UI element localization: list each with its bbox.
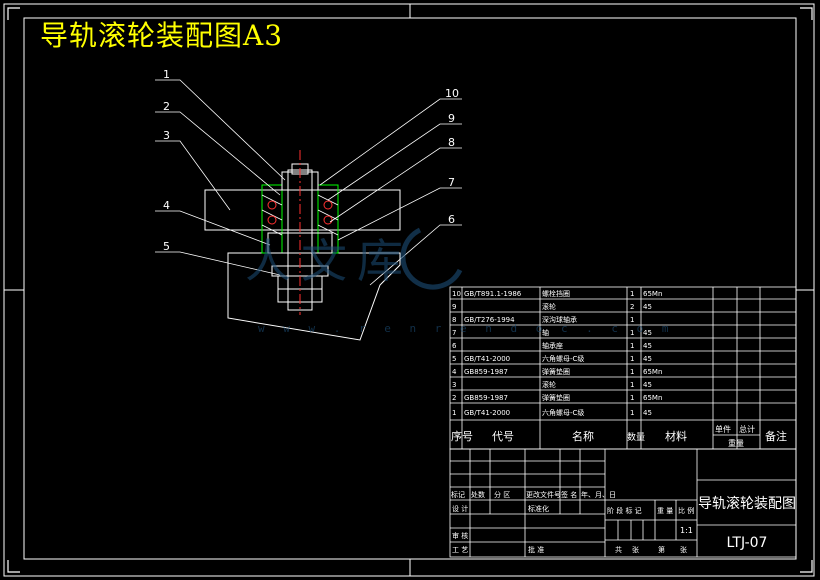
bom-header-qty: 数量 (627, 431, 645, 443)
callout-label: 7 (448, 176, 455, 189)
tb-mark: 标记 (451, 490, 465, 499)
bom-cell-qty: 1 (630, 316, 634, 324)
bom-cell-qty: 1 (630, 290, 634, 298)
bom-cell-name: 六角螺母-C级 (542, 408, 584, 417)
assembly-view (204, 150, 401, 341)
bom-header-code: 代号 (492, 430, 514, 443)
bom-cell-mat: 45 (643, 409, 652, 417)
callout-label: 1 (163, 68, 170, 81)
bom-cell-code: GB/T41-2000 (464, 409, 510, 417)
bom-cell-mat: 65Mn (643, 368, 662, 376)
tb-design: 设 计 (452, 504, 468, 513)
bom-header: 序号 代号 名称 数量 材料 单件 总计 重量 备注 (451, 424, 787, 448)
tb-total: 共 (615, 545, 622, 554)
bom-cell-qty: 1 (630, 329, 634, 337)
bom-cell-mat: 65Mn (643, 394, 662, 402)
bom-cell-mat: 65Mn (643, 290, 662, 298)
watermark-logo (400, 227, 463, 290)
leader-lines (155, 79, 462, 286)
tb-process: 工 艺 (452, 546, 468, 554)
bom-header-note: 备注 (765, 429, 787, 443)
tb-stage: 阶 段 标 记 (607, 506, 642, 515)
bom-cell-qty: 2 (630, 303, 634, 311)
bom-cell-no: 7 (452, 329, 456, 337)
callout-label: 9 (448, 112, 455, 125)
bom-cell-code: GB/T276-1994 (464, 316, 515, 324)
callout-labels: 1 2 3 4 5 10 9 8 7 6 (163, 68, 459, 253)
tb-date: 年、月、日 (581, 490, 616, 499)
tb-sign: 签 名 (561, 490, 577, 499)
bom-cell-no: 10 (452, 290, 461, 298)
bom-cell-name: 轴承座 (542, 341, 563, 350)
bom-cell-no: 8 (452, 316, 456, 324)
title-block (449, 448, 797, 558)
bom-cell-qty: 1 (630, 368, 634, 376)
drawing-name: 导轨滚轮装配图 (698, 495, 796, 512)
callout-label: 10 (445, 87, 459, 100)
bom-header-no: 序号 (451, 429, 473, 443)
drawing-code: LTJ-07 (727, 535, 768, 551)
tb-scale: 比 例 (678, 506, 694, 515)
bom-header-mat: 材料 (665, 429, 687, 443)
watermark-url: w w w . r e n r e n d o c . c o m (258, 322, 675, 335)
callout-label: 8 (448, 136, 455, 149)
tb-std: 标准化 (528, 504, 549, 513)
tb-review: 审 核 (452, 531, 468, 540)
bom-cell-code: GB859-1987 (464, 394, 508, 402)
tb-weight: 重 量 (657, 507, 673, 515)
bom-cell-qty: 1 (630, 409, 634, 417)
bom-cell-name: 螺栓挡圈 (542, 289, 570, 298)
bom-cell-name: 深沟球轴承 (542, 315, 577, 324)
bom-header-weight: 重量 (728, 438, 744, 448)
bom-cell-mat: 45 (643, 303, 652, 311)
callout-label: 5 (163, 240, 170, 253)
bom-cell-name: 弹簧垫圈 (542, 393, 570, 402)
tb-docno: 更改文件号 (526, 490, 561, 499)
tb-sheet: 张 (680, 545, 687, 554)
bom-header-single: 单件 (715, 424, 731, 434)
tb-approve: 批 准 (528, 545, 544, 554)
bom-cell-qty: 1 (630, 394, 634, 402)
bom-cell-code: GB859-1987 (464, 368, 508, 376)
tb-zone: 分 区 (494, 490, 510, 499)
bom-cell-no: 6 (452, 342, 457, 350)
bom-cell-name: 滚轮 (542, 380, 556, 389)
bom-cell-no: 2 (452, 394, 456, 402)
callout-label: 4 (163, 199, 170, 212)
bom-cell-name: 滚轮 (542, 302, 556, 311)
callout-label: 6 (448, 213, 455, 226)
bom-cell-code: GB/T41-2000 (464, 355, 510, 363)
bom-cell-mat: 45 (643, 329, 652, 337)
bom-cell-no: 4 (452, 368, 457, 376)
bom-cell-mat: 45 (643, 355, 652, 363)
drawing-title: 导轨滚轮装配图A3 (40, 19, 284, 52)
bom-cell-name: 弹簧垫圈 (542, 367, 570, 376)
tb-sheets: 张 (632, 545, 639, 554)
bom-header-name: 名称 (572, 429, 594, 443)
tb-scale-value: 1:1 (680, 526, 693, 535)
title-block-labels: 标记 处数 分 区 更改文件号 签 名 年、月、日 设 计 标准化 阶 段 标 … (451, 490, 694, 554)
bom-header-total: 总计 (739, 424, 755, 434)
bom-cell-qty: 1 (630, 355, 634, 363)
bom-cell-no: 1 (452, 409, 456, 417)
bom-cell-name: 六角螺母-C级 (542, 354, 584, 363)
callout-label: 2 (163, 100, 170, 113)
bom-cell-qty: 1 (630, 381, 634, 389)
tb-count: 处数 (471, 490, 485, 499)
watermark-text: 人文库 (245, 234, 413, 288)
bom-cell-mat: 45 (643, 381, 652, 389)
bom-cell-code: GB/T891.1-1986 (464, 290, 522, 298)
bom-cell-name: 轴 (542, 328, 549, 337)
tb-num: 第 (658, 545, 665, 554)
bom-cell-no: 3 (452, 381, 456, 389)
bom-cell-mat: 45 (643, 342, 652, 350)
bom-cell-no: 5 (452, 355, 456, 363)
callout-label: 3 (163, 129, 170, 142)
bom-cell-qty: 1 (630, 342, 634, 350)
bom-cell-no: 9 (452, 303, 456, 311)
